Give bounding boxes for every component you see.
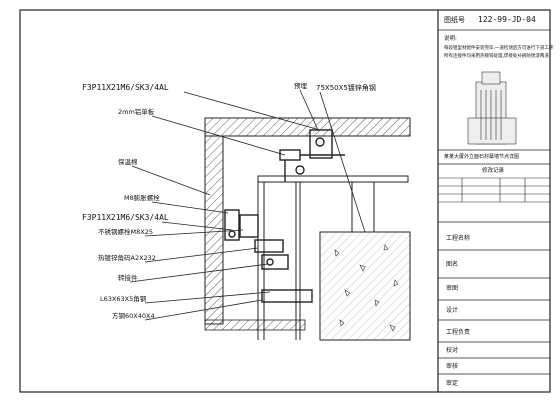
wall-panel: [204, 135, 224, 325]
drawing-no-label: 图纸号: [444, 15, 465, 24]
revision-title: 修改记录: [482, 166, 505, 174]
label-top-left: 预埋: [294, 81, 308, 90]
label-9: L63X63X5角钢: [100, 294, 147, 303]
row-label-6: 审核: [446, 362, 458, 370]
wall-base: [204, 319, 306, 331]
project-name: 某某大厦外立面石材幕墙节点详图: [444, 153, 519, 160]
note-1: 每段铝型材配件安装完毕,一道检测后方可进行下道工序: [444, 44, 554, 51]
note-2: 所有连接件均采用热镀锌处理,焊接处补刷防锈漆两道: [444, 52, 549, 59]
title-block: 图纸号 122-99-JD-04 说明: 每段铝型材配件安装完毕,一道检测后方可…: [437, 10, 554, 392]
row-label-0: 工程名称: [446, 234, 470, 242]
label-10: 方钢60X40X4: [112, 311, 155, 320]
wall-bracket: [224, 209, 313, 303]
embed-plate: [351, 181, 375, 233]
label-3: 保温棉: [118, 157, 138, 166]
ceiling-bracket: [279, 129, 345, 182]
building-thumbnail-icon: [467, 71, 517, 145]
row-label-2: 审图: [446, 284, 458, 292]
drawing-border: [19, 9, 551, 393]
label-5: F3P11X21M6/SK3/4AL: [82, 213, 169, 222]
leader-lines: [129, 89, 366, 321]
label-2: 2mm铝单板: [118, 107, 155, 116]
drawing-no: 122-99-JD-04: [478, 15, 536, 24]
steel-beam-flange: [257, 175, 409, 183]
label-8: 转接件: [118, 273, 138, 282]
note-label: 说明:: [444, 34, 457, 42]
row-label-1: 图名: [446, 260, 458, 268]
row-label-4: 工程负责: [446, 328, 470, 336]
label-top-right: 75X50X5镀锌角钢: [316, 83, 376, 92]
label-7: 热镀锌角码A2X232: [98, 253, 156, 262]
concrete-aggregate: [334, 244, 399, 332]
ceiling-slab: [204, 117, 411, 137]
row-label-3: 设计: [446, 306, 458, 314]
row-label-5: 校对: [446, 346, 458, 354]
concrete-column-hatch: [320, 232, 410, 340]
label-1: F3P11X21M6/SK3/4AL: [82, 83, 169, 92]
label-4: M8膨胀螺栓: [124, 193, 160, 202]
row-label-7: 审定: [446, 379, 458, 387]
label-6: 不锈钢螺栓M8X25: [98, 227, 153, 236]
